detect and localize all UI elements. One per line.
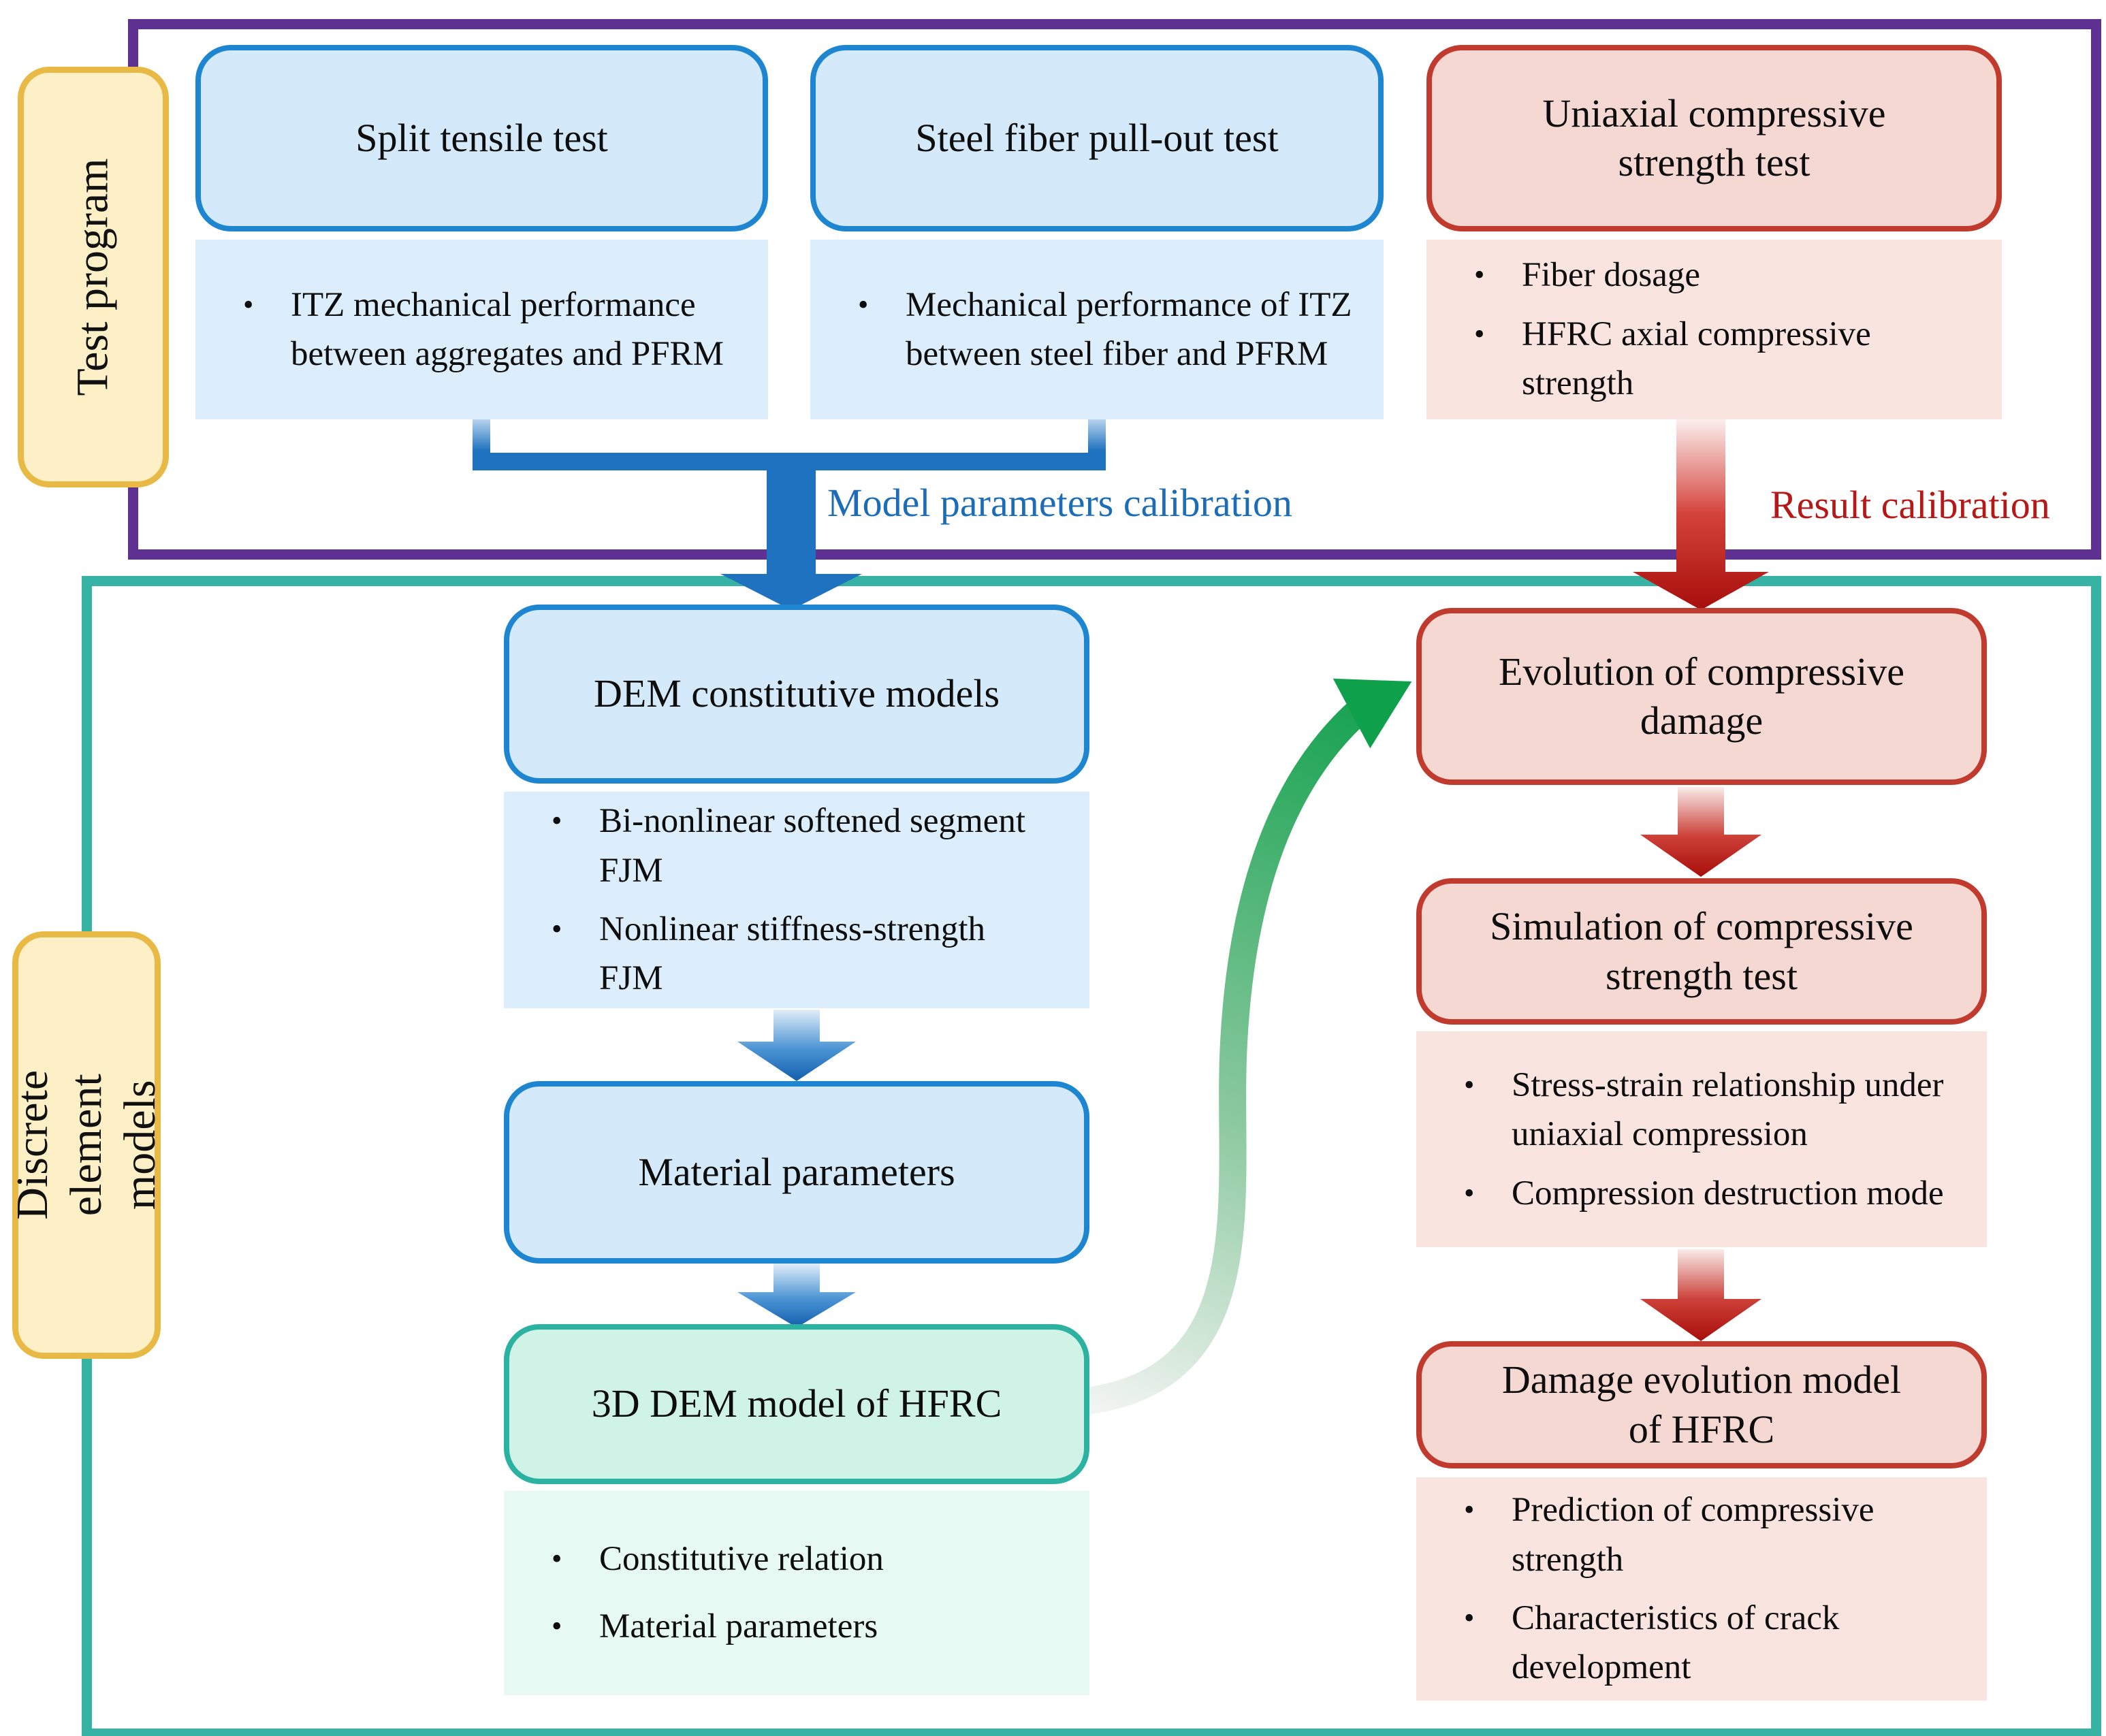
red-small-arrow-2-icon [1640, 1249, 1761, 1341]
uniaxial-compressive-strength-test-box: Uniaxial compressive strength test [1426, 45, 2002, 231]
uniaxial-test-panel: • Fiber dosage • HFRC axial compressive … [1426, 240, 2002, 419]
list-item: • Constitutive relation [552, 1534, 1062, 1584]
steel-fiber-pullout-test-panel: • Mechanical performance of ITZ between … [810, 240, 1384, 419]
bullet-icon: • [552, 1542, 562, 1576]
split-tensile-test-box: Split tensile test [195, 45, 768, 231]
list-item: • Nonlinear stiffness-strength FJM [552, 905, 1062, 1003]
bullet-icon: • [1464, 1176, 1475, 1210]
list-item: • Bi-nonlinear softened segment FJM [552, 797, 1062, 895]
red-small-arrow-1-icon [1640, 787, 1761, 877]
box-title: Uniaxial compressive strength test [1542, 91, 1886, 185]
box-title: Simulation of compressive strength test [1490, 904, 1913, 998]
3d-dem-model-of-hfrc-box: 3D DEM model of HFRC [504, 1324, 1089, 1484]
list-item: • HFRC axial compressive strength [1474, 310, 1975, 408]
bullet-icon: • [1464, 1493, 1475, 1527]
box-title: 3D DEM model of HFRC [591, 1381, 1002, 1426]
damage-evolution-panel: • Prediction of compressive strength • C… [1416, 1477, 1987, 1701]
box-title: Steel fiber pull-out test [915, 115, 1279, 160]
result-calibration-label: Result calibration [1770, 483, 2050, 527]
dem-constitutive-models-panel: • Bi-nonlinear softened segment FJM • No… [504, 792, 1089, 1008]
bullet-icon: • [1474, 258, 1485, 292]
green-curved-arrow-icon [1073, 678, 1412, 1415]
simulation-of-compressive-strength-test-box: Simulation of compressive strength test [1416, 878, 1987, 1025]
list-item: • Fiber dosage [1474, 251, 1975, 300]
list-item: • Characteristics of crack development [1464, 1594, 1960, 1692]
list-item: • Material parameters [552, 1602, 1062, 1652]
model-parameters-calibration-label: Model parameters calibration [827, 481, 1292, 525]
bullet-icon: • [1464, 1601, 1475, 1635]
list-item: • Stress-strain relationship under uniax… [1464, 1061, 1960, 1159]
bullet-icon: • [858, 287, 869, 321]
box-title: Split tensile test [355, 115, 608, 160]
merge-bracket-icon [473, 417, 1106, 470]
list-item: • Mechanical performance of ITZ between … [858, 280, 1356, 379]
list-item: • Prediction of compressive strength [1464, 1485, 1960, 1584]
test-program-label: Test program [18, 67, 169, 487]
list-item: • ITZ mechanical performance between agg… [243, 280, 741, 379]
discrete-element-models-frame [82, 576, 2101, 1736]
blue-small-arrow-2-icon [737, 1264, 856, 1328]
steel-fiber-pullout-test-box: Steel fiber pull-out test [810, 45, 1384, 231]
simulation-panel: • Stress-strain relationship under uniax… [1416, 1031, 1987, 1247]
bullet-icon: • [1464, 1067, 1475, 1102]
box-title: Damage evolution model of HFRC [1501, 1357, 1902, 1451]
red-down-arrow-icon [1633, 419, 1769, 610]
material-parameters-box: Material parameters [504, 1081, 1089, 1264]
bullet-icon: • [243, 287, 254, 321]
discrete-element-models-label: Discrete element models [7, 931, 165, 1359]
box-title: DEM constitutive models [593, 671, 1000, 716]
3d-dem-model-panel: • Constitutive relation • Material param… [504, 1491, 1089, 1695]
blue-down-arrow-icon [720, 462, 862, 610]
bullet-icon: • [552, 1609, 562, 1643]
blue-small-arrow-1-icon [737, 1010, 856, 1081]
split-tensile-test-panel: • ITZ mechanical performance between agg… [195, 240, 768, 419]
box-title: Evolution of compressive damage [1498, 649, 1904, 743]
bullet-icon: • [552, 912, 562, 946]
list-item: • Compression destruction mode [1464, 1169, 1960, 1219]
evolution-of-compressive-damage-box: Evolution of compressive damage [1416, 608, 1987, 785]
box-title: Material parameters [638, 1149, 955, 1194]
bullet-icon: • [552, 804, 562, 838]
dem-constitutive-models-box: DEM constitutive models [504, 605, 1089, 784]
bullet-icon: • [1474, 317, 1485, 351]
damage-evolution-model-of-hfrc-box: Damage evolution model of HFRC [1416, 1341, 1987, 1468]
